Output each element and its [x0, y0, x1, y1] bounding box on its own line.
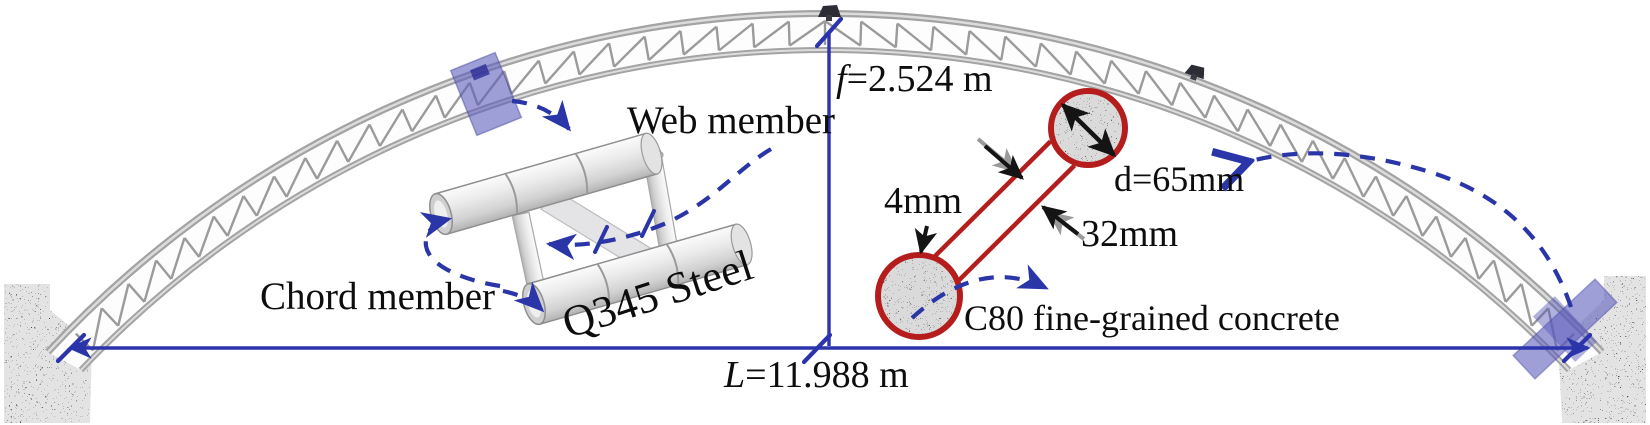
wall-thickness-label: 4mm [884, 180, 963, 222]
rise-dimension-label: f=2.524 m [836, 60, 993, 98]
span-dimension-label: L=11.988 m [724, 356, 909, 394]
tube-wall-arrow [1040, 205, 1080, 236]
rise-symbol: f [836, 58, 847, 100]
sensor-icon [818, 5, 841, 21]
steel-tube-ring [875, 252, 963, 340]
annotation-tick-marks [593, 209, 656, 254]
steel-tube-ring [1048, 88, 1128, 168]
left-abutment [4, 284, 92, 423]
concrete-core-section [878, 255, 960, 337]
rise-value: =2.524 m [846, 58, 993, 100]
dimension-ticks [55, 16, 1593, 365]
tube-wall-arrow [983, 144, 1024, 180]
tube-edge-line [954, 163, 1077, 285]
span-symbol: L [724, 354, 746, 396]
thickness-arrow [914, 225, 938, 255]
chord-member-arrow-bottom [502, 281, 545, 313]
black-callout-arrows [914, 102, 1117, 255]
web-member-label: Web member [627, 99, 836, 142]
span-value: =11.988 m [745, 354, 909, 396]
highlighted-segment-left [449, 51, 523, 137]
support-to-arch-arrow [1247, 153, 1573, 308]
chord-tube-diameter-label: d=65mm [1114, 159, 1245, 199]
sensor-icon [1184, 64, 1205, 81]
chord-member-label: Chord member [260, 275, 496, 318]
infill-material-label: C80 fine-grained concrete [964, 298, 1340, 338]
diameter-arrow [1060, 102, 1117, 158]
concrete-callout-arrow [910, 264, 1049, 320]
annotation-arrows [419, 98, 1573, 320]
highlight-to-detail-arrow [511, 98, 571, 132]
dimension-lines [55, 16, 1593, 365]
web-tube-diameter-label: 32mm [1081, 213, 1179, 255]
web-member-arrow [545, 147, 773, 260]
chord-member-arrow-top [419, 212, 501, 289]
tube-edge-line [930, 139, 1053, 261]
